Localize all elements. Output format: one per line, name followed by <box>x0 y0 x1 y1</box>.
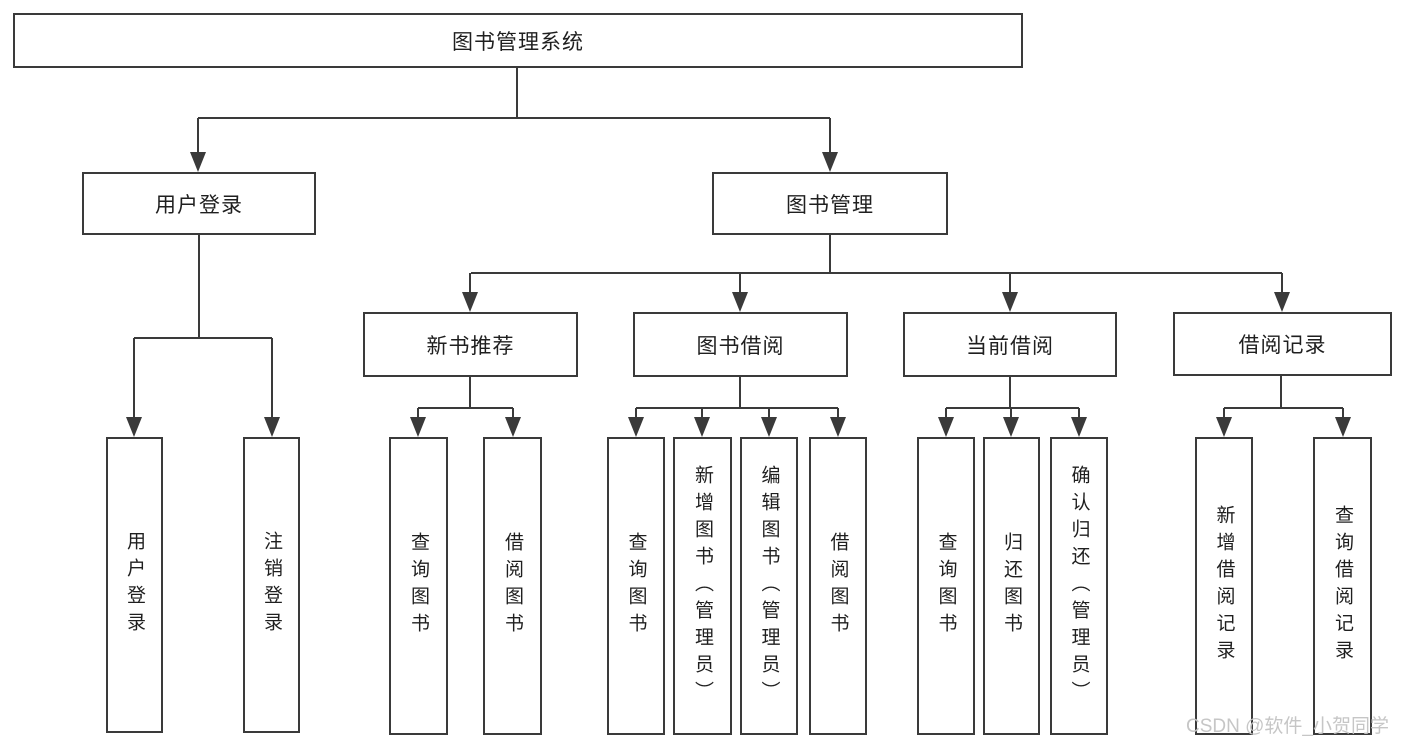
leaf-recommend-query-books-label: 查询图书 <box>408 532 429 640</box>
node-current-borrowing-label: 当前借阅 <box>966 334 1054 358</box>
leaf-confirm-return-admin: 确认归还（管理员） <box>1050 437 1108 735</box>
node-root-system: 图书管理系统 <box>13 13 1023 68</box>
leaf-logout-label: 注销登录 <box>261 531 282 639</box>
leaf-return-books: 归还图书 <box>983 437 1040 735</box>
leaf-confirm-return-admin-label: 确认归还（管理员） <box>1068 464 1090 708</box>
node-borrowing-records-label: 借阅记录 <box>1238 334 1327 357</box>
leaf-logout: 注销登录 <box>243 437 300 733</box>
leaf-current-query-books: 查询图书 <box>917 437 975 735</box>
node-new-book-recommendation-label: 新书推荐 <box>426 334 515 358</box>
leaf-borrow-books-label: 借阅图书 <box>827 532 849 640</box>
leaf-recommend-borrow-books: 借阅图书 <box>483 437 542 735</box>
leaf-borrow-books: 借阅图书 <box>809 437 867 735</box>
node-current-borrowing: 当前借阅 <box>903 312 1117 377</box>
leaf-return-books-label: 归还图书 <box>1001 532 1022 640</box>
csdn-watermark: CSDN @软件_小贺同学 <box>1186 716 1389 737</box>
leaf-add-borrow-record-label: 新增借阅记录 <box>1213 505 1235 667</box>
leaf-query-borrow-record-label: 查询借阅记录 <box>1332 505 1353 667</box>
leaf-add-borrow-record: 新增借阅记录 <box>1195 437 1253 735</box>
node-book-management-branch-label: 图书管理 <box>786 193 874 217</box>
leaf-edit-books-admin: 编辑图书（管理员） <box>740 437 798 735</box>
node-root-system-label: 图书管理系统 <box>452 30 584 54</box>
leaf-borrowing-query-books: 查询图书 <box>607 437 665 735</box>
node-book-borrowing-label: 图书借阅 <box>696 334 785 358</box>
node-user-login-branch: 用户登录 <box>82 172 316 235</box>
node-user-login-branch-label: 用户登录 <box>155 193 243 217</box>
leaf-add-books-admin-label: 新增图书（管理员） <box>692 464 713 708</box>
node-borrowing-records: 借阅记录 <box>1173 312 1392 376</box>
leaf-user-login-label: 用户登录 <box>124 531 145 639</box>
node-book-borrowing: 图书借阅 <box>633 312 848 377</box>
leaf-add-books-admin: 新增图书（管理员） <box>673 437 732 735</box>
node-book-management-branch: 图书管理 <box>712 172 948 235</box>
leaf-edit-books-admin-label: 编辑图书（管理员） <box>758 464 780 708</box>
leaf-current-query-books-label: 查询图书 <box>935 532 957 640</box>
leaf-query-borrow-record: 查询借阅记录 <box>1313 437 1372 735</box>
leaf-user-login: 用户登录 <box>106 437 163 733</box>
leaf-recommend-query-books: 查询图书 <box>389 437 448 735</box>
leaf-recommend-borrow-books-label: 借阅图书 <box>502 532 523 640</box>
leaf-borrowing-query-books-label: 查询图书 <box>625 532 647 640</box>
node-new-book-recommendation: 新书推荐 <box>363 312 578 377</box>
